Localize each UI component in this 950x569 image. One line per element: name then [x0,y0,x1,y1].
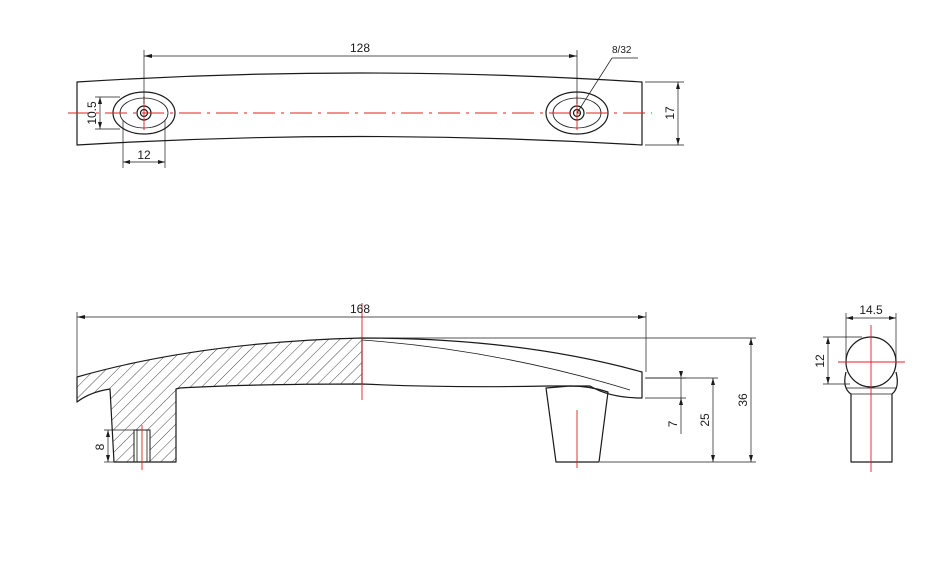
dim-foot-depth: 8 [93,443,107,450]
side-view-outline [76,337,643,463]
dim-end-height: 10.5 [85,101,99,125]
hatched-section [77,338,362,462]
side-view: 168 8 7 25 36 [76,302,756,470]
dim-overall-height: 17 [663,106,677,120]
dim-boss-width: 12 [137,148,151,162]
end-view: 14.5 12 [813,303,905,472]
thread-leader [576,57,613,114]
top-view-outline [76,72,643,146]
top-ridge [361,339,631,391]
dim-section-height: 12 [813,354,827,368]
dim-thread: 8/32 [612,45,632,56]
dim-foot-height: 7 [666,420,680,427]
dim-end-width: 14.5 [859,303,883,317]
dim-overall-length: 168 [350,302,370,316]
dim-overall-height-side: 36 [736,393,750,407]
dim-hole-spacing: 128 [350,41,370,55]
top-view: 128 8/32 10.5 12 17 [68,41,684,168]
end-leg [844,371,898,463]
right-leg [545,385,609,463]
dim-clearance: 25 [698,413,712,427]
